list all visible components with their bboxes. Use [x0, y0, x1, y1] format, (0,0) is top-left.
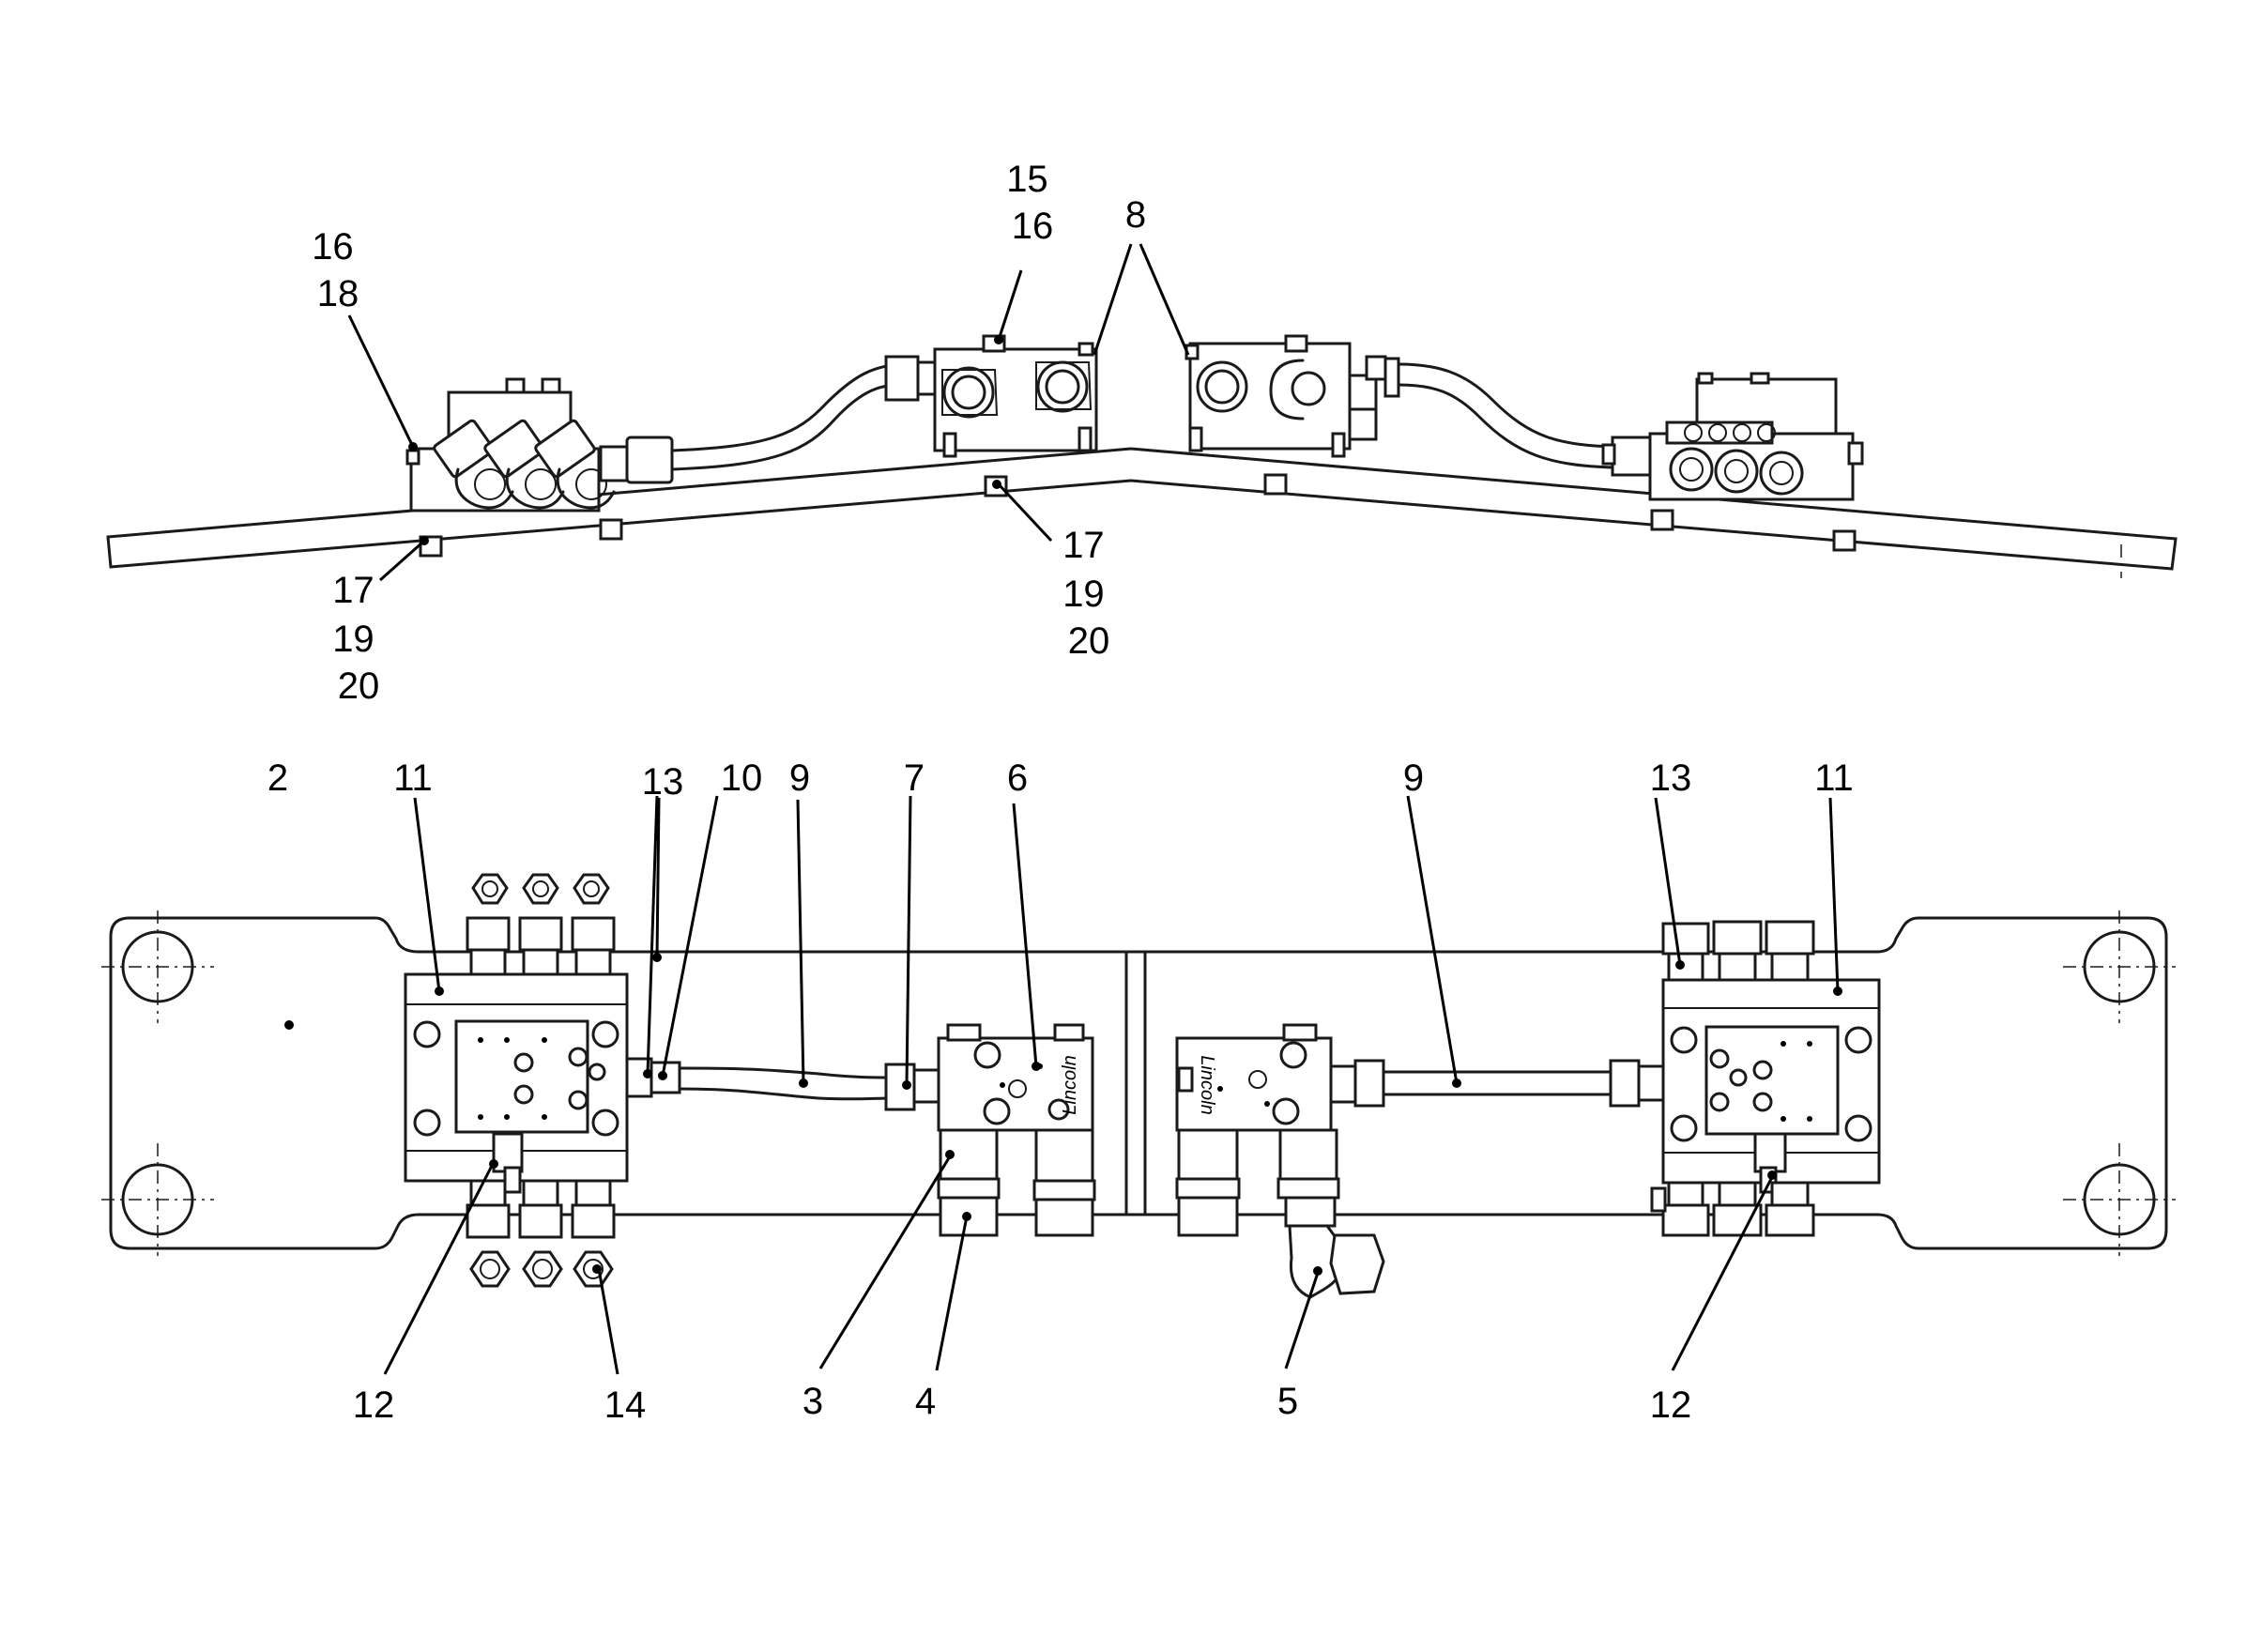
callout-10: 10	[721, 757, 763, 799]
left-elbow-fittings	[433, 419, 616, 510]
callout-labels: 16 18 15 16 8 17 19 20 17 19 20 2 11 13 …	[267, 159, 1854, 1426]
left-bottom-outlet-fittings	[466, 1179, 616, 1288]
callout-6: 6	[1007, 757, 1028, 799]
callout-4: 4	[915, 1381, 936, 1422]
right-top-outlet-fittings	[1661, 920, 1815, 982]
callout-11-right: 11	[1814, 757, 1854, 799]
callout-14: 14	[604, 1384, 647, 1426]
callout-16-18: 16 18	[312, 226, 364, 314]
callout-12-left: 12	[353, 1384, 395, 1426]
callout-2: 2	[267, 757, 288, 799]
side-view	[106, 334, 2178, 578]
callout-3: 3	[802, 1381, 823, 1422]
callout-17-19-20-left: 17 19 20	[332, 570, 385, 707]
right-bottom-outlet-fittings	[1650, 1181, 1815, 1237]
callout-7: 7	[904, 757, 925, 799]
callout-8: 8	[1125, 194, 1146, 236]
callout-11-left: 11	[393, 757, 433, 799]
plan-view: Lincoln Lincoln	[101, 873, 2176, 1299]
lincoln-valve-left: Lincoln	[937, 1023, 1096, 1237]
left-tube-side	[670, 362, 903, 452]
leader-lines	[284, 243, 1842, 1375]
mounting-holes	[101, 910, 2176, 1256]
left-top-outlet-fittings	[466, 873, 616, 976]
left-distributor-plan	[404, 873, 681, 1288]
right-tube-side	[1397, 362, 1616, 449]
callout-12-right: 12	[1650, 1384, 1692, 1426]
lincoln-brand-right: Lincoln	[1197, 1055, 1217, 1114]
callout-5: 5	[1277, 1381, 1298, 1422]
callout-15-16: 15 16	[1006, 159, 1059, 247]
callout-17-19-20-mid: 17 19 20	[1062, 525, 1115, 662]
callout-13-left: 13	[642, 761, 684, 803]
right-distributor-plan	[1650, 920, 1881, 1237]
lincoln-valve-right: Lincoln	[1175, 1023, 1385, 1299]
left-tube-plan	[678, 1066, 894, 1079]
callout-9-right: 9	[1403, 757, 1424, 799]
lincoln-brand-left: Lincoln	[1060, 1055, 1080, 1114]
callout-13-right: 13	[1650, 757, 1692, 799]
callout-9-left: 9	[789, 757, 810, 799]
bar-bolts-side	[419, 473, 1857, 558]
right-side-fittings	[1665, 421, 1804, 496]
